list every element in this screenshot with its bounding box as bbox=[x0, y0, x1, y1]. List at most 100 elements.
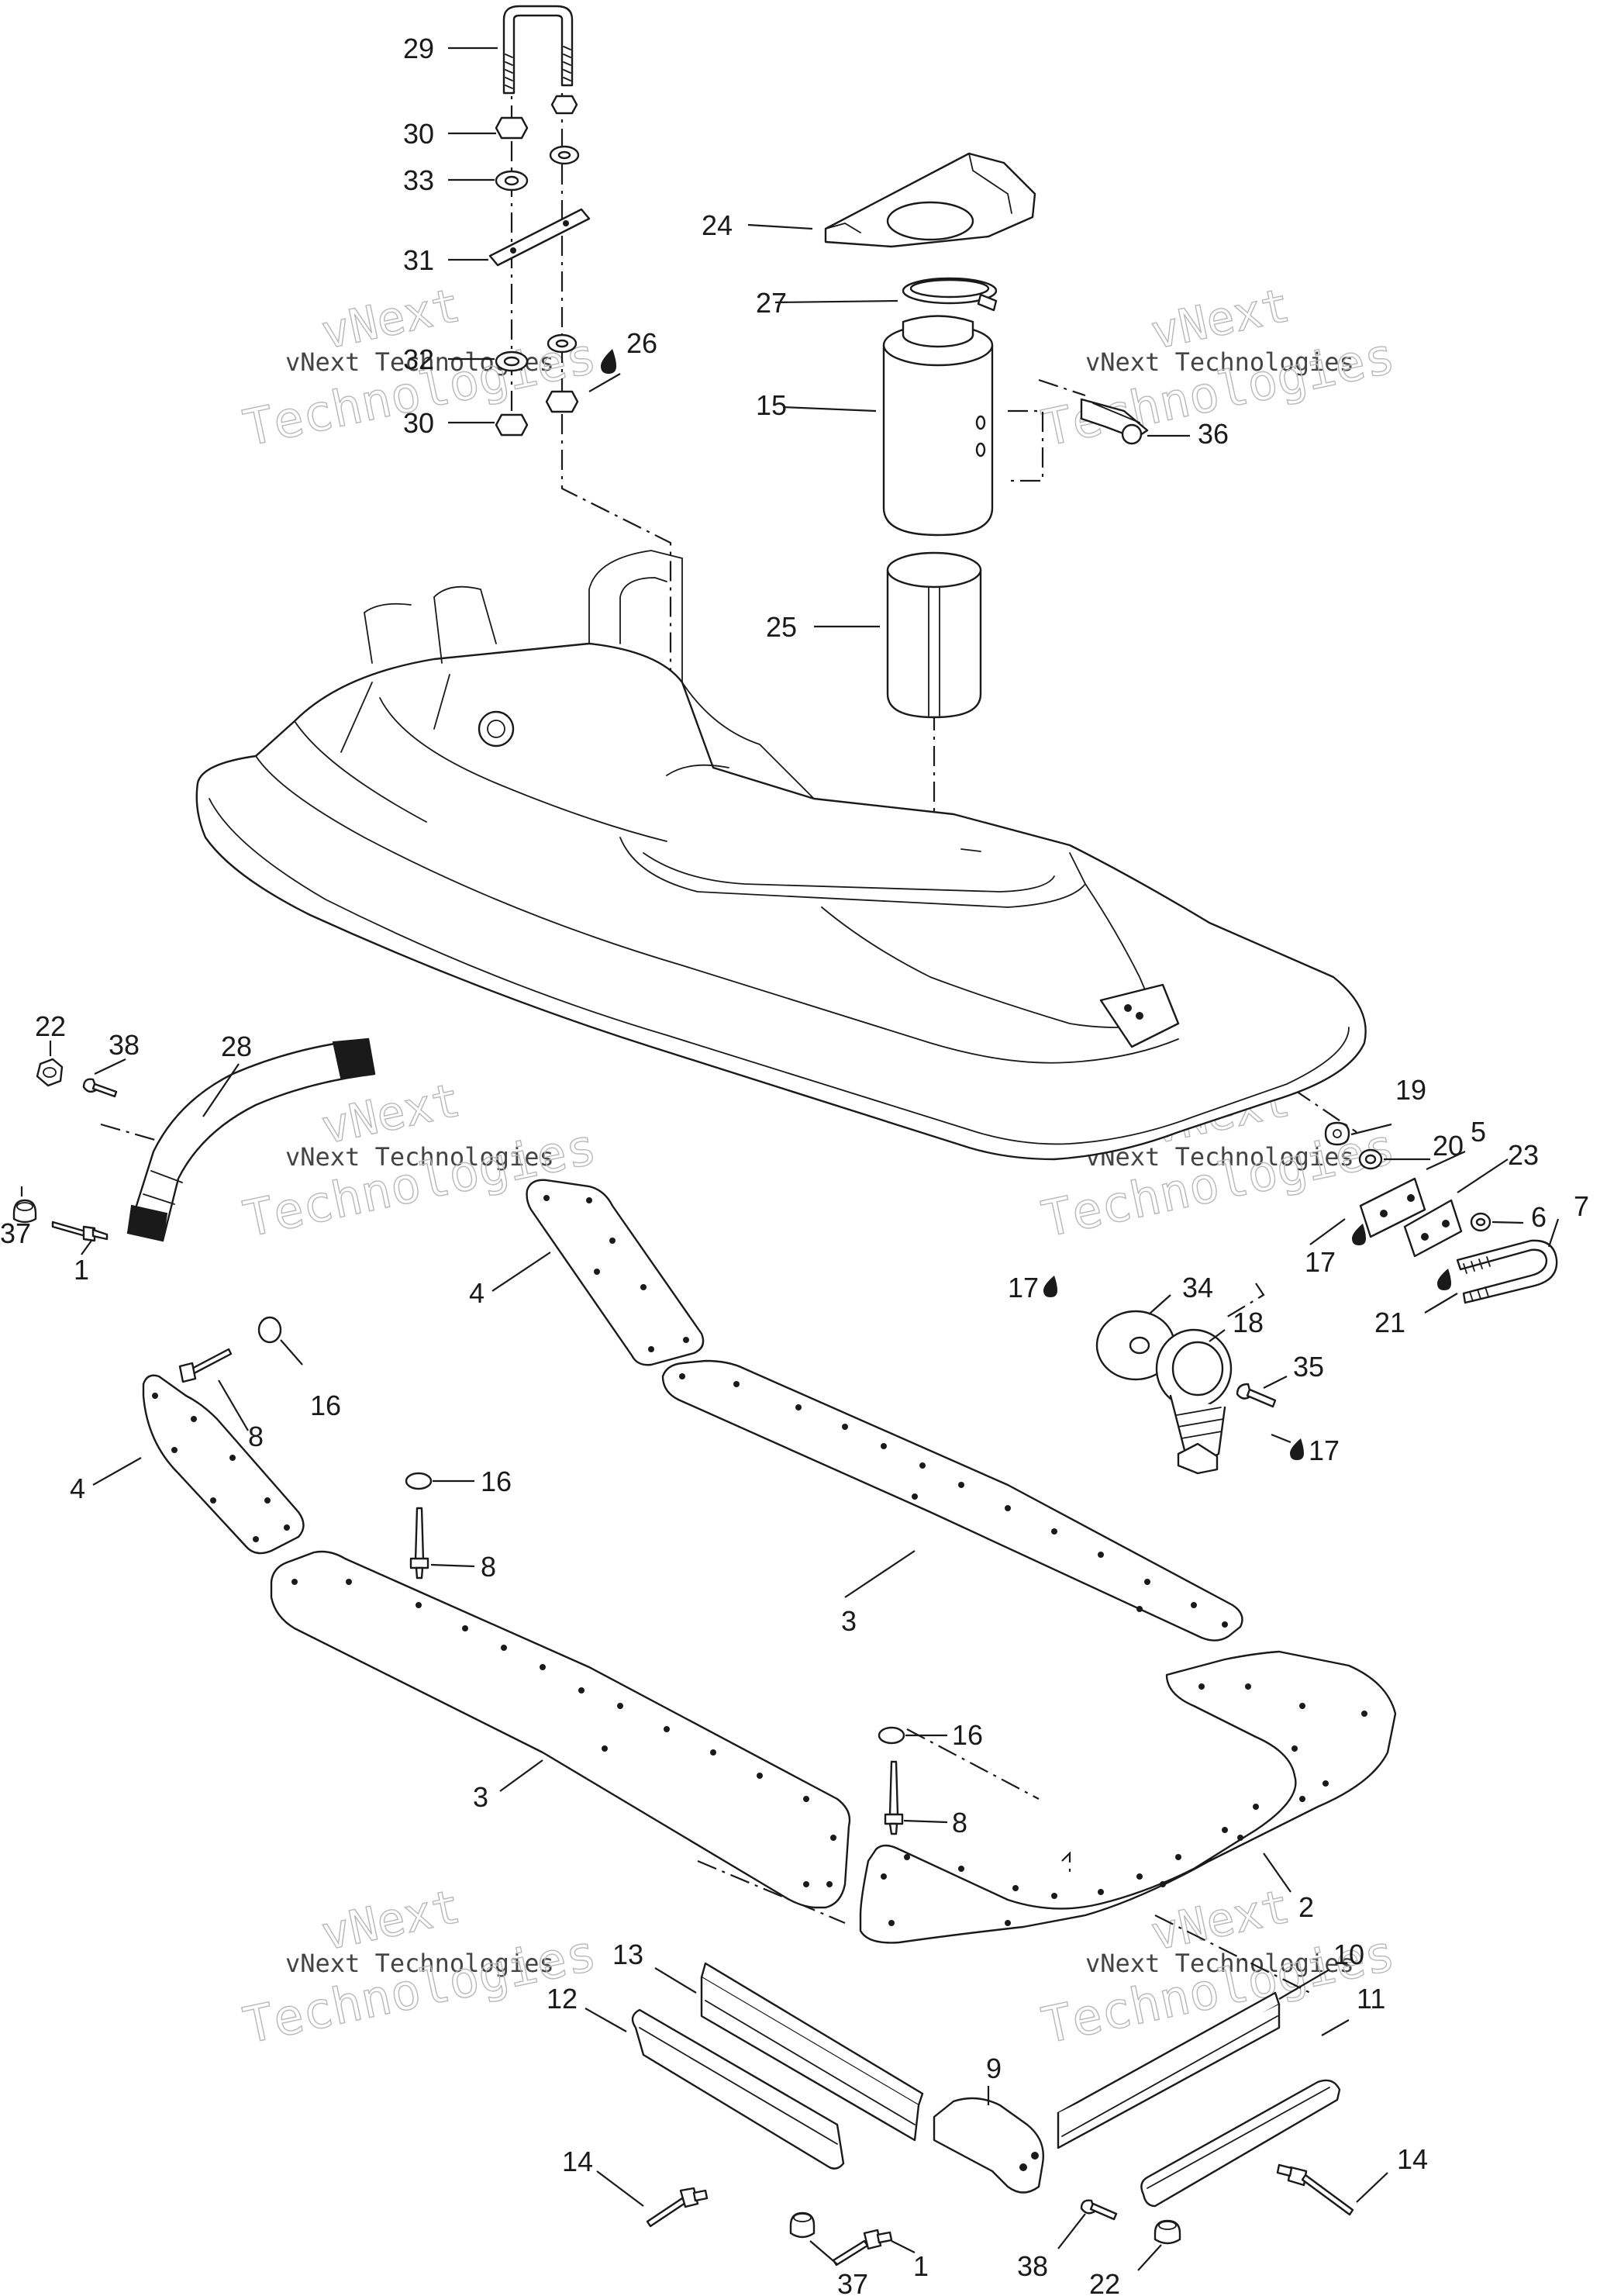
callout-1: 1 bbox=[913, 2250, 929, 2282]
svg-text:vNext Technologies: vNext Technologies bbox=[1085, 1949, 1354, 1978]
callout-34: 34 bbox=[1182, 1272, 1213, 1303]
callout-13: 13 bbox=[612, 1939, 643, 1970]
callout-20: 20 bbox=[1433, 1130, 1464, 1162]
cap-37-left bbox=[12, 1199, 37, 1224]
callout-9: 9 bbox=[986, 2053, 1002, 2084]
plate-31 bbox=[488, 208, 591, 267]
pad-2-rear bbox=[859, 1650, 1397, 1944]
washer-33 bbox=[495, 145, 580, 192]
callout-4: 4 bbox=[70, 1473, 85, 1504]
callout-10: 10 bbox=[1333, 1939, 1364, 1970]
u-bolt bbox=[502, 5, 574, 95]
rail-11 bbox=[1140, 2079, 1341, 2208]
pin-8-center bbox=[409, 1507, 429, 1580]
callout-16: 16 bbox=[310, 1390, 341, 1421]
callout-3: 3 bbox=[473, 1781, 488, 1813]
callout-11: 11 bbox=[1357, 1983, 1385, 2015]
plate-5 bbox=[1359, 1177, 1426, 1238]
drain-plug-18 bbox=[1155, 1328, 1233, 1475]
callout-27: 27 bbox=[756, 287, 787, 319]
callout-21: 21 bbox=[1374, 1307, 1405, 1338]
handle-28 bbox=[126, 1038, 376, 1242]
screw-35 bbox=[1236, 1383, 1277, 1408]
callout-14: 14 bbox=[1397, 2143, 1428, 2175]
watermark-top-right: vNext vNext Technologies Technologies bbox=[1036, 278, 1400, 458]
callout-26: 26 bbox=[626, 327, 657, 359]
callout-25: 25 bbox=[766, 611, 797, 643]
callout-8: 8 bbox=[248, 1421, 264, 1452]
nut-30-lower bbox=[495, 390, 579, 437]
callout-24: 24 bbox=[702, 209, 733, 241]
callout-33: 33 bbox=[403, 164, 434, 196]
rivet-14-left bbox=[646, 2187, 709, 2228]
callout-1: 1 bbox=[74, 1254, 89, 1286]
pin-8-right bbox=[884, 1760, 904, 1835]
nut-30-upper bbox=[495, 95, 578, 140]
screw-38-left bbox=[82, 1078, 118, 1098]
callout-12: 12 bbox=[547, 1983, 578, 2015]
pad-4-upper bbox=[526, 1179, 705, 1366]
callout-31: 31 bbox=[403, 244, 434, 276]
callout-17: 17 bbox=[1008, 1272, 1039, 1303]
callout-17: 17 bbox=[1309, 1435, 1340, 1466]
pad-3-upper bbox=[661, 1359, 1243, 1642]
clamp-27 bbox=[902, 277, 998, 312]
callout-35: 35 bbox=[1293, 1351, 1324, 1383]
rail-10 bbox=[1057, 1991, 1281, 2149]
cap-22-bottom bbox=[1154, 2219, 1181, 2245]
svg-text:vNext Technologies: vNext Technologies bbox=[285, 1949, 554, 1978]
bracket-9 bbox=[933, 2097, 1044, 2194]
adhesive-drop-icon bbox=[601, 349, 1451, 1460]
clip-36 bbox=[1080, 398, 1149, 445]
cap-37-bottom bbox=[789, 2211, 816, 2239]
callout-32: 32 bbox=[403, 344, 434, 375]
watermark-bottom-left: vNext vNext Technologies Technologies bbox=[238, 1879, 602, 2056]
pad-3-lower bbox=[270, 1550, 851, 1909]
rail-13 bbox=[700, 1962, 924, 2142]
callout-6: 6 bbox=[1531, 1201, 1547, 1233]
rivet-1-bottom bbox=[832, 2229, 893, 2267]
callout-4: 4 bbox=[469, 1277, 485, 1309]
washer-6 bbox=[1470, 1212, 1491, 1232]
callout-16: 16 bbox=[481, 1466, 512, 1497]
callout-8: 8 bbox=[952, 1807, 967, 1839]
callout-7: 7 bbox=[1574, 1190, 1589, 1222]
watercraft-hull bbox=[195, 550, 1367, 1161]
svg-text:vNext Technologies: vNext Technologies bbox=[285, 1142, 554, 1172]
callout-23: 23 bbox=[1508, 1139, 1539, 1171]
callout-37: 37 bbox=[837, 2268, 868, 2296]
plate-23 bbox=[1403, 1199, 1463, 1258]
callout-38: 38 bbox=[1017, 2250, 1048, 2282]
callout-29: 29 bbox=[403, 33, 434, 64]
callout-22: 22 bbox=[1089, 2268, 1120, 2296]
rivet-14-right bbox=[1276, 2163, 1354, 2216]
washer-32 bbox=[495, 333, 578, 372]
callout-5: 5 bbox=[1471, 1116, 1486, 1148]
gasket-34 bbox=[1095, 1310, 1176, 1381]
callout-30: 30 bbox=[403, 407, 434, 439]
callout-18: 18 bbox=[1233, 1307, 1264, 1338]
cap-16-center bbox=[405, 1472, 433, 1490]
callout-28: 28 bbox=[221, 1031, 252, 1062]
pad-4-lower bbox=[142, 1374, 305, 1555]
sleeve-25 bbox=[886, 551, 982, 719]
support-24 bbox=[824, 152, 1036, 248]
leader-lines bbox=[20, 47, 1560, 2271]
callout-2: 2 bbox=[1298, 1891, 1314, 1923]
u-bolt-7 bbox=[1456, 1239, 1558, 1304]
nut-22-left bbox=[36, 1058, 64, 1087]
cap-16-left bbox=[257, 1316, 282, 1344]
callout-15: 15 bbox=[756, 389, 787, 421]
callout-38: 38 bbox=[109, 1029, 140, 1061]
washer-20 bbox=[1358, 1148, 1383, 1170]
screw-38-bottom bbox=[1080, 2199, 1118, 2221]
callout-17: 17 bbox=[1305, 1246, 1336, 1278]
rail-12 bbox=[631, 2008, 845, 2170]
callout-16: 16 bbox=[952, 1719, 983, 1751]
callout-labels: 29 30 33 31 32 26 30 24 27 15 36 25 22 3… bbox=[0, 33, 1589, 2296]
nut-19 bbox=[1324, 1121, 1350, 1146]
cap-16-right bbox=[878, 1726, 905, 1745]
rivet-1-left bbox=[51, 1221, 109, 1242]
callout-30: 30 bbox=[403, 118, 434, 150]
